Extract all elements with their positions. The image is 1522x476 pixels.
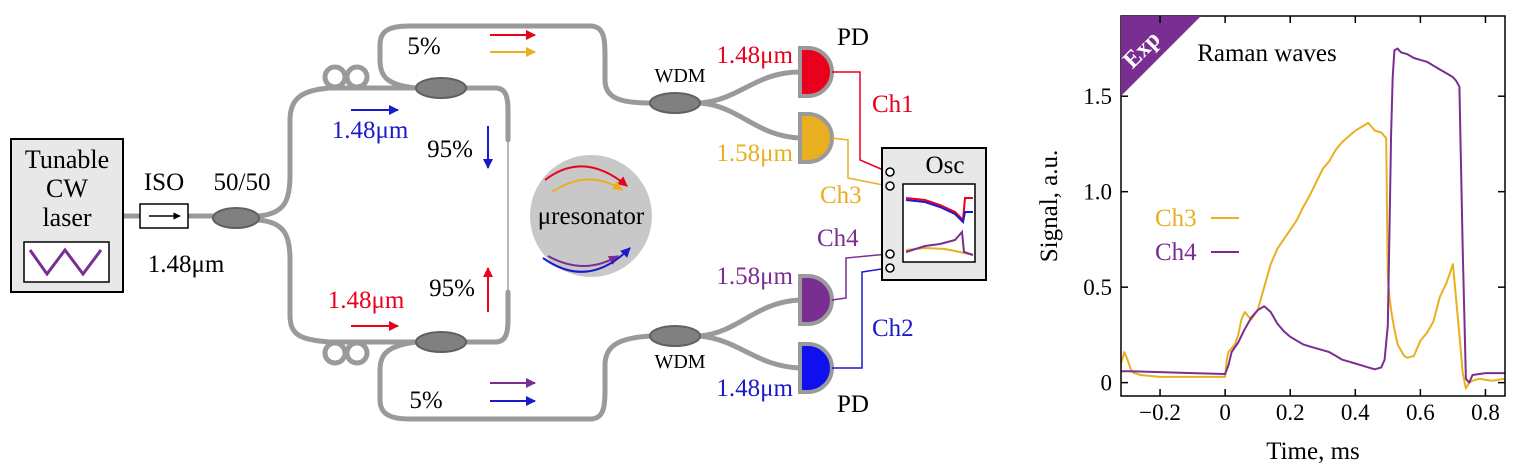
- laser-block: Tunable CW laser: [10, 138, 124, 293]
- fiber-bottom-tap: [377, 333, 653, 422]
- wire-ch3: [831, 137, 889, 187]
- fiber-top-through: [463, 85, 511, 143]
- y-tick-label: 1.5: [1083, 84, 1112, 109]
- osc-label: Osc: [926, 152, 965, 179]
- plot-frame: [1120, 15, 1506, 397]
- fiber-wdm-top-pd2: [697, 100, 803, 141]
- resonator-block: μresonator: [530, 155, 652, 277]
- ch1-label: Ch1: [872, 91, 914, 118]
- fiber-network: [120, 23, 803, 422]
- wdm-top: [649, 92, 701, 114]
- pd3-wavelength: 1.58μm: [716, 263, 793, 290]
- fiber-loops: [322, 64, 370, 366]
- loop-bottom-1: [322, 340, 348, 366]
- pd2-detector: [798, 112, 834, 164]
- x-tick-label: −0.2: [1139, 400, 1181, 425]
- legend-ch3-label: Ch3: [1155, 205, 1197, 232]
- pd-bottom-label: PD: [837, 391, 869, 418]
- pd4-detector: [798, 342, 834, 394]
- ch2-label: Ch2: [872, 315, 914, 342]
- pd3-detector: [798, 274, 834, 326]
- signal-wires: [831, 71, 889, 369]
- osc-input-3: [885, 249, 895, 259]
- laser-wavelength-label: 1.48μm: [148, 251, 225, 278]
- bottom-input-wavelength: 1.48μm: [328, 287, 405, 314]
- y-tick-label: 0.5: [1083, 275, 1112, 300]
- wire-ch4: [831, 253, 889, 301]
- y-axis-ticks: 0 0.5 1.0 1.5: [1083, 84, 1505, 396]
- x-axis-ticks: −0.2 0 0.2 0.4 0.6 0.8: [1139, 16, 1500, 425]
- resonator-label: μresonator: [538, 203, 645, 230]
- triangle-sweep-icon: [28, 247, 103, 277]
- splitter-50-50: [212, 207, 260, 229]
- chart-title: Raman waves: [1197, 40, 1337, 67]
- resonator-arrow-red: [544, 165, 628, 187]
- top-through-label: 95%: [427, 136, 473, 163]
- osc-trace-blue: [905, 199, 973, 225]
- splitter-label: 50/50: [214, 169, 271, 196]
- series-line-ch4: [1121, 47, 1505, 384]
- fiber-top-tap: [377, 23, 653, 106]
- isolator-label: ISO: [144, 169, 184, 196]
- series-line-ch3: [1121, 121, 1505, 390]
- fiber-bottom-through: [463, 289, 511, 345]
- ch4-label: Ch4: [817, 225, 859, 252]
- loop-top-1: [322, 64, 348, 90]
- osc-trace-purple: [905, 229, 974, 256]
- oscilloscope: Osc: [881, 147, 987, 281]
- loop-top-2: [344, 64, 370, 90]
- pd4-wavelength: 1.48μm: [716, 375, 793, 402]
- exp-badge: [1121, 16, 1201, 96]
- loop-bottom-2: [344, 340, 370, 366]
- top-input-wavelength: 1.48μm: [332, 117, 409, 144]
- coupler-bottom: [415, 331, 467, 353]
- photodetectors: PD PD 1.48μm 1.58μm 1.58μm 1.48μm: [716, 24, 869, 418]
- pd1-wavelength: 1.48μm: [716, 42, 793, 69]
- osc-input-4: [885, 263, 895, 273]
- optical-setup: Tunable CW laser ISO 1.48μm 50/50 5% 1.4…: [10, 23, 987, 422]
- y-tick-label: 1.0: [1083, 180, 1112, 205]
- x-tick-label: 0.8: [1471, 400, 1500, 425]
- bottom-through-label: 95%: [429, 275, 475, 302]
- fiber-wdm-bottom-pd3: [697, 297, 803, 339]
- resonator-arrow-purple: [547, 255, 619, 267]
- wire-ch1: [832, 71, 889, 173]
- fiber-wdm-top-pd1: [697, 69, 803, 106]
- osc-input-2: [885, 181, 895, 191]
- wire-ch2: [832, 267, 889, 369]
- osc-input-1: [885, 167, 895, 177]
- wdm-bottom-label: WDM: [654, 351, 705, 373]
- x-tick-label: 0: [1219, 400, 1231, 425]
- y-axis-label: Signal, a.u.: [1036, 150, 1063, 263]
- coupler-top: [415, 77, 467, 99]
- fiber-wdm-bottom-pd4: [697, 333, 803, 371]
- laser-label-line-2: CW: [46, 174, 88, 203]
- x-tick-label: 0.6: [1406, 400, 1435, 425]
- fiber-splitter-bottom: [255, 217, 419, 345]
- resonator-arrow-blue: [542, 247, 631, 273]
- x-axis-label: Time, ms: [1266, 438, 1360, 465]
- wdm-bottom: [649, 325, 701, 347]
- fiber-splitter-top: [255, 85, 419, 219]
- pd-top-label: PD: [837, 24, 869, 51]
- osc-trace-red: [905, 197, 973, 223]
- chart-series-layer: [1121, 47, 1505, 390]
- pd2-wavelength: 1.58μm: [716, 140, 793, 167]
- resonator-arrow-orange: [551, 178, 623, 193]
- pd1-detector: [798, 46, 834, 98]
- bottom-tap-label: 5%: [409, 387, 442, 414]
- legend-ch4-label: Ch4: [1155, 239, 1197, 266]
- laser-label-line-1: Tunable: [25, 145, 109, 174]
- wdm-top-label: WDM: [654, 65, 705, 87]
- x-tick-label: 0.2: [1276, 400, 1305, 425]
- top-tap-label: 5%: [407, 33, 440, 60]
- ch3-label: Ch3: [820, 182, 862, 209]
- laser-label-line-3: laser: [42, 203, 91, 232]
- x-tick-label: 0.4: [1341, 400, 1370, 425]
- y-tick-label: 0: [1101, 371, 1113, 396]
